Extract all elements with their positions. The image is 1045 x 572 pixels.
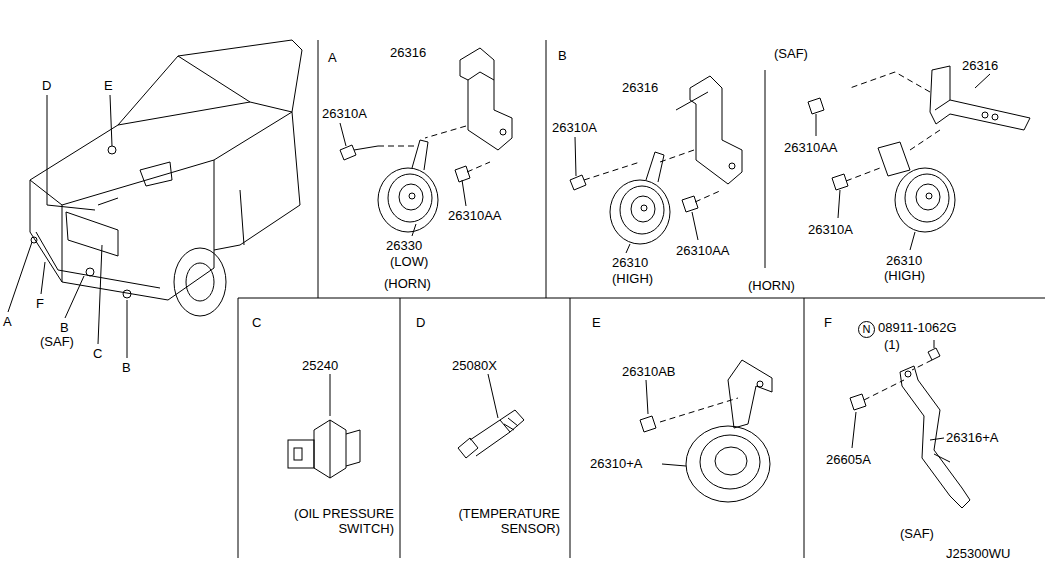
part-label: B bbox=[558, 48, 567, 63]
callout-number: 26310AB bbox=[622, 364, 676, 379]
callout-number: 25080X bbox=[452, 358, 497, 373]
part-label: (SAF) bbox=[774, 46, 808, 61]
panel-dividers bbox=[238, 40, 1045, 558]
part-label: D bbox=[42, 78, 51, 93]
callout-number: 26316+A bbox=[946, 430, 998, 445]
callout-number: 26310AA bbox=[784, 140, 838, 155]
temperature-sensor bbox=[458, 374, 524, 458]
horn-high bbox=[570, 76, 742, 253]
callout-number: 26605A bbox=[826, 452, 871, 467]
callout-number: 08911-1062G bbox=[878, 320, 957, 335]
bracket-f bbox=[850, 340, 970, 508]
part-label: F bbox=[36, 296, 44, 311]
part-label: (HORN) bbox=[384, 276, 431, 291]
callout-number: (1) bbox=[884, 337, 900, 352]
part-label: C bbox=[93, 346, 102, 361]
callout-number: 26310A bbox=[322, 106, 367, 121]
callout-number: 26316 bbox=[622, 80, 658, 95]
part-label: E bbox=[104, 78, 113, 93]
part-label: C bbox=[252, 315, 261, 330]
callout-number: 25240 bbox=[302, 358, 338, 373]
vehicle-sketch bbox=[30, 40, 302, 316]
callout-number: 26310 bbox=[886, 253, 922, 268]
part-label: (SAF) bbox=[900, 526, 934, 541]
part-label: (HIGH) bbox=[612, 271, 653, 286]
horn-e bbox=[640, 360, 772, 502]
callout-number: 26330 bbox=[386, 238, 422, 253]
callout-number: 26310 bbox=[612, 255, 648, 270]
part-label: (SAF) bbox=[40, 334, 74, 349]
part-label: (HIGH) bbox=[884, 268, 925, 283]
part-label: (TEMPERATURE SENSOR) bbox=[408, 506, 560, 536]
horn-low bbox=[340, 48, 512, 236]
part-label: (HORN) bbox=[748, 278, 795, 293]
callout-number: 26316 bbox=[390, 45, 426, 60]
part-label: B bbox=[60, 320, 69, 335]
callout-number: 26310AA bbox=[448, 208, 502, 223]
callout-number: 26310AA bbox=[676, 243, 730, 258]
leader-lines bbox=[8, 95, 127, 358]
callout-number: 26310A bbox=[808, 222, 853, 237]
callout-number: 26310A bbox=[552, 120, 597, 135]
part-label: (LOW) bbox=[390, 254, 428, 269]
part-label: A bbox=[328, 50, 337, 65]
part-label: D bbox=[416, 315, 425, 330]
part-label: (OIL PRESSURE SWITCH) bbox=[246, 506, 394, 536]
callout-number: J25300WU bbox=[946, 546, 1010, 561]
callout-number: 26316 bbox=[962, 58, 998, 73]
part-label: A bbox=[3, 314, 12, 329]
horn-high-saf bbox=[808, 66, 1030, 250]
callout-number: 26310+A bbox=[590, 456, 642, 471]
part-label: N bbox=[858, 321, 875, 338]
oil-pressure-switch bbox=[288, 374, 360, 478]
part-label: F bbox=[824, 315, 832, 330]
part-label: E bbox=[592, 315, 601, 330]
part-label: B bbox=[122, 360, 131, 375]
